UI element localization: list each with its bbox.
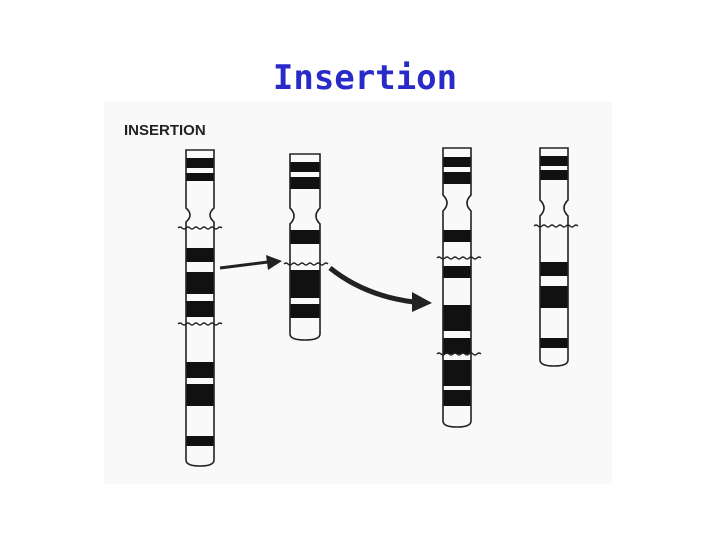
chromosome-2-bands (290, 162, 320, 318)
chromosome-1 (185, 149, 215, 467)
break-line-1b (177, 322, 223, 326)
break-line-4 (533, 224, 579, 228)
figure-label: INSERTION (124, 122, 206, 139)
chromosome-4-bands (540, 156, 568, 348)
break-line-1a (177, 226, 223, 230)
chromosome-1-bands (186, 158, 214, 446)
break-line-2 (283, 262, 329, 266)
break-line-3b (436, 352, 482, 356)
chromosome-2 (289, 153, 321, 341)
chromosome-3-bands (443, 157, 471, 406)
chromosome-4 (539, 147, 569, 367)
arrow-1 (219, 255, 282, 270)
break-line-3a (436, 256, 482, 260)
chromosome-3 (442, 147, 472, 428)
slide-title: Insertion (272, 58, 458, 98)
arrow-2 (328, 266, 432, 312)
